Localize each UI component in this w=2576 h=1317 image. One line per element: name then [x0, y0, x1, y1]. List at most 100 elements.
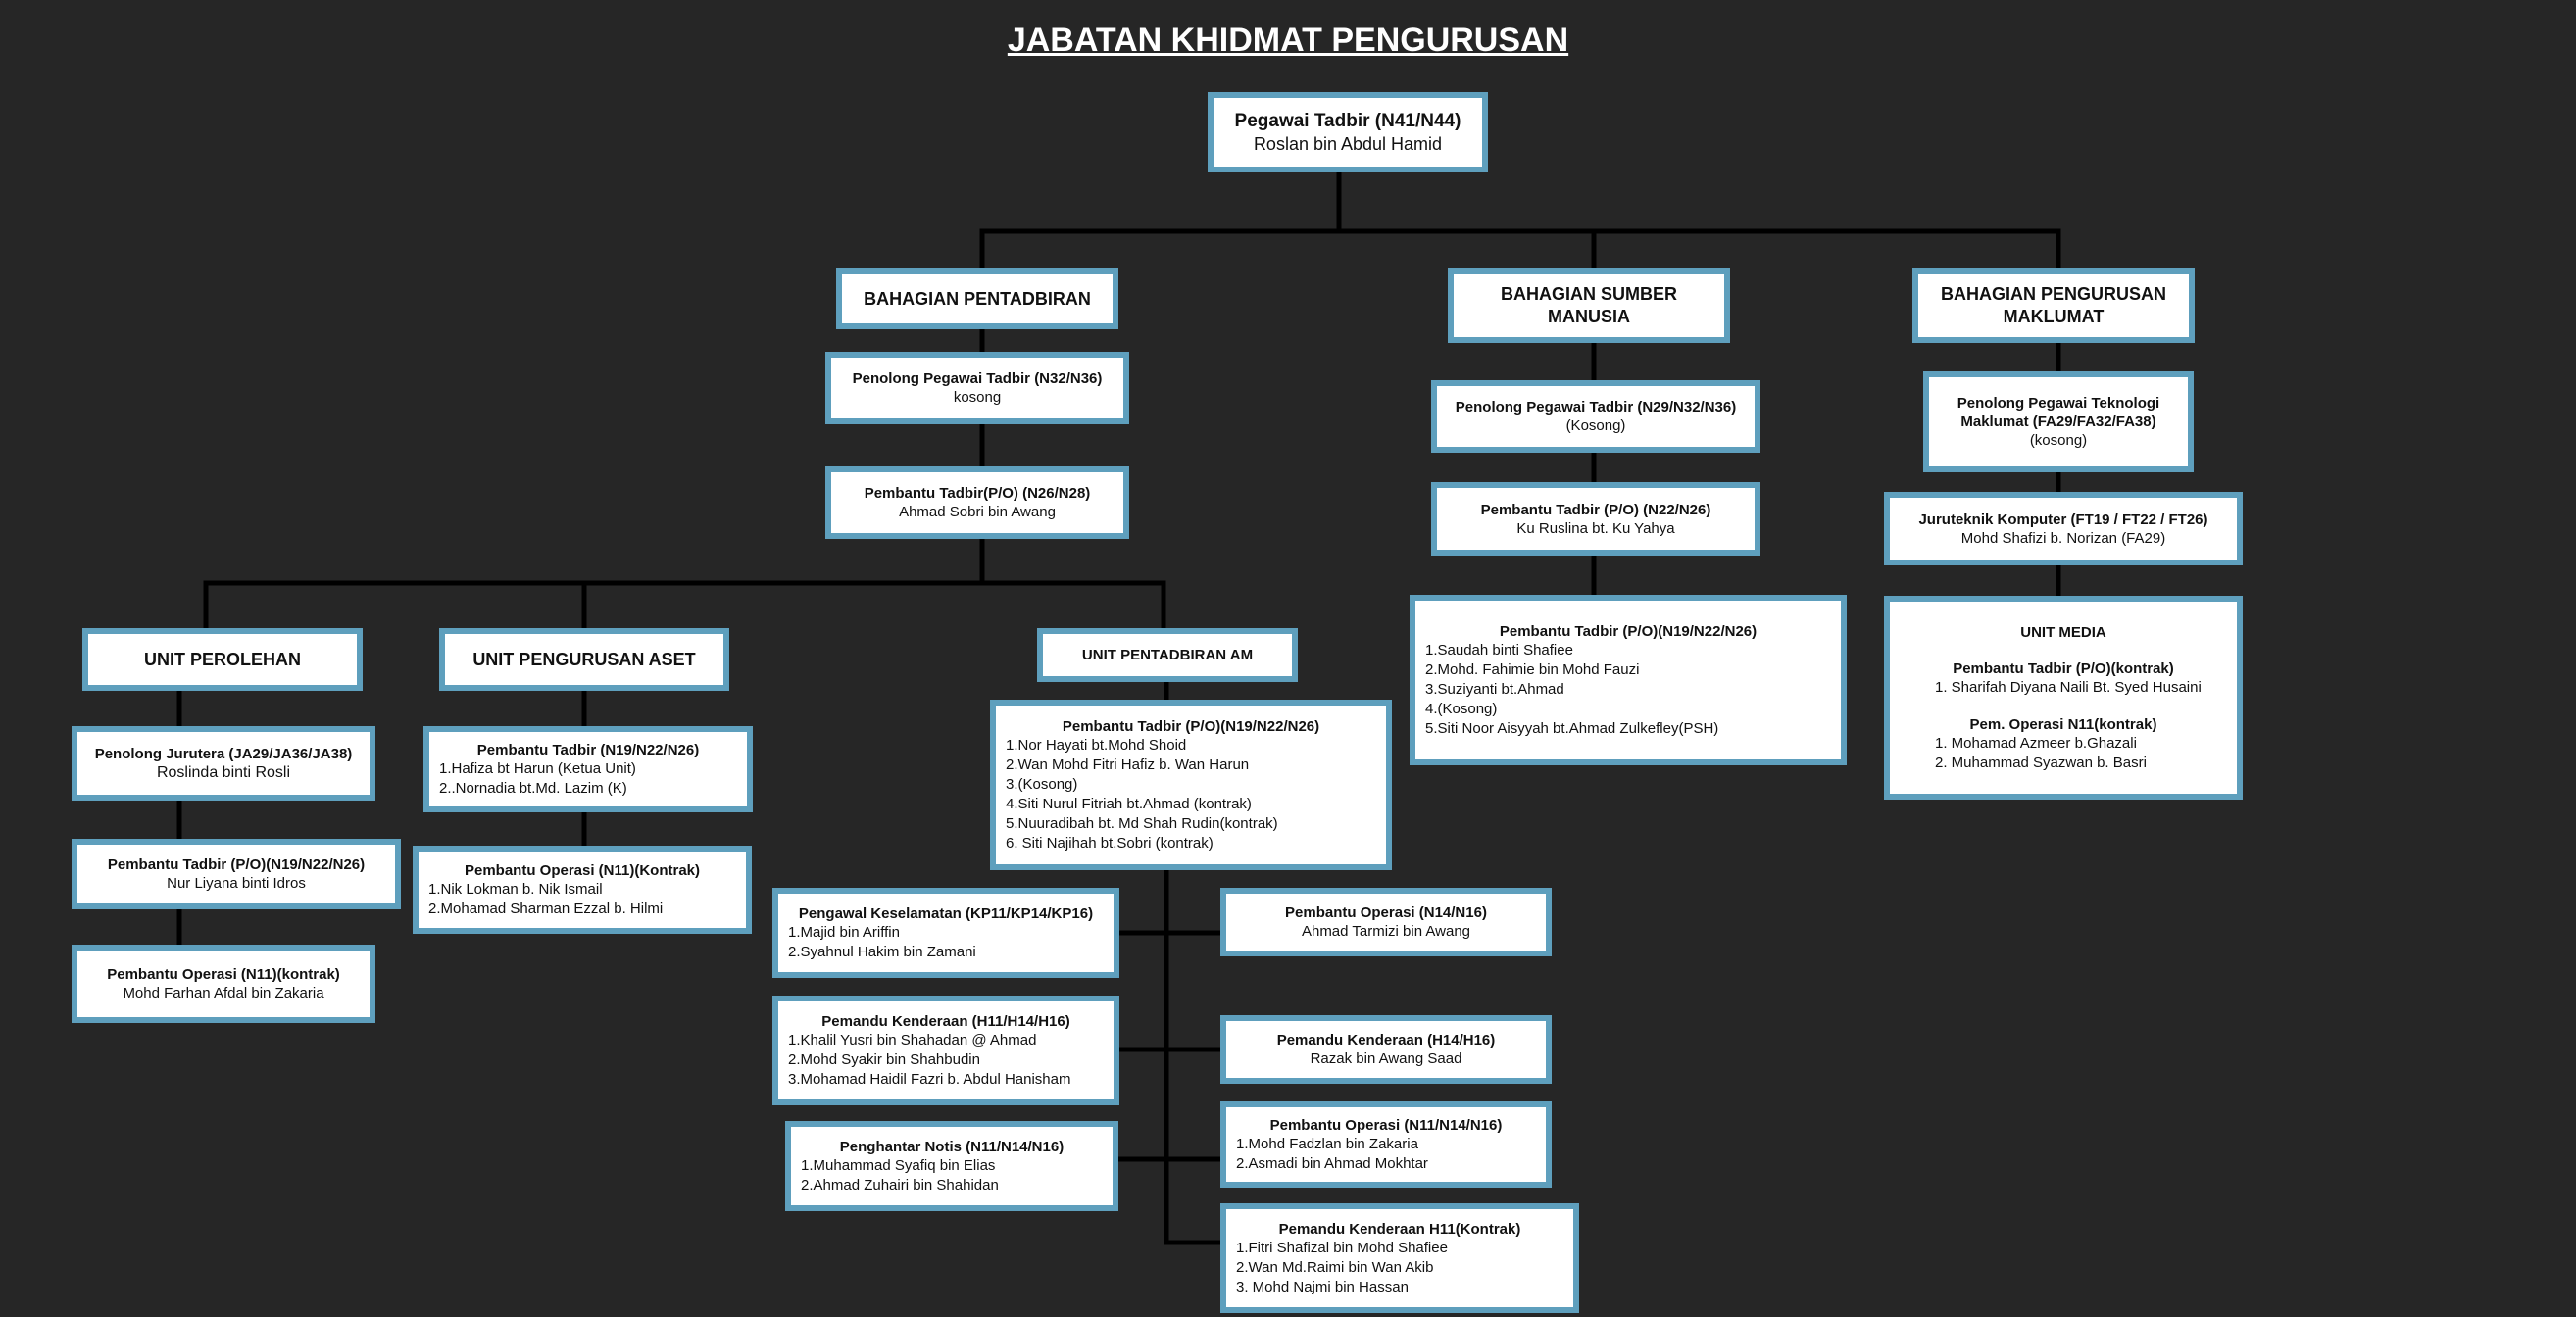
am-pt-name-6: 6. Siti Najihah bt.Sobri (kontrak)	[1006, 834, 1214, 852]
sm-pt-name: Ku Ruslina bt. Ku Yahya	[1516, 519, 1675, 537]
sm-pt2-name-4: 4.(Kosong)	[1425, 700, 1498, 717]
am-pt-name-1: 1.Nor Hayati bt.Mohd Shoid	[1006, 736, 1187, 754]
am-pk2-box: Pemandu Kenderaan (H14/H16) Razak bin Aw…	[1220, 1015, 1552, 1084]
pm-ppt-name: (kosong)	[2029, 432, 2088, 449]
am-pk-box: Pengawal Keselamatan (KP11/KP14/KP16) 1.…	[772, 888, 1119, 978]
pm-media-po-name-1: 1. Mohamad Azmeer b.Ghazali	[1935, 734, 2137, 752]
am-po11-title: Pembantu Operasi (N11/N14/N16)	[1269, 1116, 1503, 1134]
aset-po-name-1: 1.Nik Lokman b. Nik Ismail	[428, 880, 603, 898]
aset-pt-name-2: 2..Nornadia bt.Md. Lazim (K)	[439, 779, 627, 797]
sm-pt2-title: Pembantu Tadbir (P/O)(N19/N22/N26)	[1499, 622, 1758, 640]
pm-media-title: UNIT MEDIA	[2020, 623, 2106, 641]
am-pk3-name-2: 2.Wan Md.Raimi bin Wan Akib	[1236, 1258, 1434, 1276]
am-po14-box: Pembantu Operasi (N14/N16) Ahmad Tarmizi…	[1220, 888, 1552, 956]
am-pk1-name-3: 3.Mohamad Haidil Fazri b. Abdul Hanisham	[788, 1070, 1071, 1088]
am-pk1-box: Pemandu Kenderaan (H11/H14/H16) 1.Khalil…	[772, 996, 1119, 1105]
am-pk2-title: Pemandu Kenderaan (H14/H16)	[1276, 1032, 1496, 1049]
head-name: Roslan bin Abdul Hamid	[1253, 133, 1443, 154]
head-box: Pegawai Tadbir (N41/N44) Roslan bin Abdu…	[1208, 92, 1488, 172]
am-pk1-title: Pemandu Kenderaan (H11/H14/H16)	[821, 1012, 1070, 1030]
unit-am: UNIT PENTADBIRAN AM	[1037, 628, 1298, 682]
am-pt-name-2: 2.Wan Mohd Fitri Hafiz b. Wan Harun	[1006, 756, 1250, 773]
perolehan-pt-box: Pembantu Tadbir (P/O)(N19/N22/N26) Nur L…	[72, 839, 401, 909]
sm-pt-box: Pembantu Tadbir (P/O) (N22/N26) Ku Rusli…	[1431, 482, 1760, 556]
sm-pt2-name-3: 3.Suziyanti bt.Ahmad	[1425, 680, 1564, 698]
pentadbiran-pt-title: Pembantu Tadbir(P/O) (N26/N28)	[864, 485, 1091, 502]
am-pk1-name-2: 2.Mohd Syakir bin Shahbudin	[788, 1050, 980, 1068]
spacer	[1900, 698, 2227, 715]
aset-pt-box: Pembantu Tadbir (N19/N22/N26) 1.Hafiza b…	[423, 726, 753, 812]
perolehan-po-name: Mohd Farhan Afdal bin Zakaria	[123, 985, 324, 1001]
section-pentadbiran: BAHAGIAN PENTADBIRAN	[836, 268, 1118, 329]
pentadbiran-pt-name: Ahmad Sobri bin Awang	[899, 504, 1056, 520]
perolehan-pj-title: Penolong Jurutera (JA29/JA36/JA38)	[94, 746, 353, 762]
am-po11-box: Pembantu Operasi (N11/N14/N16) 1.Mohd Fa…	[1220, 1101, 1552, 1188]
am-pt-box: Pembantu Tadbir (P/O)(N19/N22/N26) 1.Nor…	[990, 700, 1392, 870]
perolehan-pt-name: Nur Liyana binti Idros	[167, 875, 306, 892]
pentadbiran-ppt-box: Penolong Pegawai Tadbir (N32/N36) kosong	[825, 352, 1129, 424]
am-pn-name-2: 2.Ahmad Zuhairi bin Shahidan	[801, 1176, 999, 1194]
am-pk1-name-1: 1.Khalil Yusri bin Shahadan @ Ahmad	[788, 1031, 1037, 1049]
sm-pt2-box: Pembantu Tadbir (P/O)(N19/N22/N26) 1.Sau…	[1410, 595, 1847, 765]
am-pt-title: Pembantu Tadbir (P/O)(N19/N22/N26)	[1062, 717, 1320, 735]
am-pt-name-5: 5.Nuuradibah bt. Md Shah Rudin(kontrak)	[1006, 814, 1278, 832]
unit-perolehan: UNIT PEROLEHAN	[82, 628, 363, 691]
pm-media-pt-title: Pembantu Tadbir (P/O)(kontrak)	[1953, 659, 2174, 677]
section-pengurusan-maklumat: BAHAGIAN PENGURUSAN MAKLUMAT	[1912, 268, 2195, 343]
sm-ppt-name: (Kosong)	[1565, 417, 1626, 434]
spacer	[1900, 642, 2227, 659]
perolehan-po-title: Pembantu Operasi (N11)(kontrak)	[107, 966, 340, 983]
pm-jk-title: Juruteknik Komputer (FT19 / FT22 / FT26)	[1918, 511, 2208, 528]
aset-pt-name-1: 1.Hafiza bt Harun (Ketua Unit)	[439, 759, 636, 777]
pm-media-po-title: Pem. Operasi N11(kontrak)	[1969, 715, 2157, 733]
pentadbiran-pt-box: Pembantu Tadbir(P/O) (N26/N28) Ahmad Sob…	[825, 466, 1129, 539]
pm-ppt-title: Penolong Pegawai Teknologi Maklumat (FA2…	[1957, 395, 2160, 430]
sm-pt-title: Pembantu Tadbir (P/O) (N22/N26)	[1480, 501, 1711, 518]
section-pengurusan-maklumat-title: BAHAGIAN PENGURUSAN MAKLUMAT	[1940, 284, 2166, 326]
sm-pt2-name-2: 2.Mohd. Fahimie bin Mohd Fauzi	[1425, 660, 1640, 678]
am-po14-title: Pembantu Operasi (N14/N16)	[1285, 904, 1487, 921]
am-pk3-name-3: 3. Mohd Najmi bin Hassan	[1236, 1278, 1409, 1295]
sm-pt2-name-1: 1.Saudah binti Shafiee	[1425, 641, 1573, 658]
section-sumber-manusia: BAHAGIAN SUMBER MANUSIA	[1448, 268, 1730, 343]
am-pk3-name-1: 1.Fitri Shafizal bin Mohd Shafiee	[1236, 1239, 1448, 1256]
am-pt-name-3: 3.(Kosong)	[1006, 775, 1078, 793]
am-po14-name: Ahmad Tarmizi bin Awang	[1301, 923, 1471, 940]
section-pentadbiran-title: BAHAGIAN PENTADBIRAN	[864, 288, 1091, 309]
pm-media-pt-name-1: 1. Sharifah Diyana Naili Bt. Syed Husain…	[1935, 678, 2202, 696]
pentadbiran-ppt-name: kosong	[953, 389, 1002, 406]
aset-po-box: Pembantu Operasi (N11)(Kontrak) 1.Nik Lo…	[413, 846, 752, 934]
sm-pt2-name-5: 5.Siti Noor Aisyyah bt.Ahmad Zulkefley(P…	[1425, 719, 1719, 737]
sm-ppt-title: Penolong Pegawai Tadbir (N29/N32/N36)	[1455, 399, 1737, 415]
perolehan-pt-title: Pembantu Tadbir (P/O)(N19/N22/N26)	[107, 856, 366, 873]
am-pk3-box: Pemandu Kenderaan H11(Kontrak) 1.Fitri S…	[1220, 1203, 1579, 1313]
unit-perolehan-title: UNIT PEROLEHAN	[143, 649, 301, 669]
aset-po-name-2: 2.Mohamad Sharman Ezzal b. Hilmi	[428, 900, 664, 917]
am-po11-name-2: 2.Asmadi bin Ahmad Mokhtar	[1236, 1154, 1428, 1172]
pm-jk-name: Mohd Shafizi b. Norizan (FA29)	[1960, 529, 2166, 547]
am-po11-name-1: 1.Mohd Fadzlan bin Zakaria	[1236, 1135, 1418, 1152]
am-pn-box: Penghantar Notis (N11/N14/N16) 1.Muhamma…	[785, 1121, 1118, 1211]
pm-media-po-name-2: 2. Muhammad Syazwan b. Basri	[1935, 754, 2147, 771]
chart-title: JABATAN KHIDMAT PENGURUSAN	[1007, 22, 1569, 59]
am-pn-name-1: 1.Muhammad Syafiq bin Elias	[801, 1156, 996, 1174]
unit-am-title: UNIT PENTADBIRAN AM	[1081, 647, 1254, 663]
perolehan-pj-box: Penolong Jurutera (JA29/JA36/JA38) Rosli…	[72, 726, 375, 801]
am-pn-title: Penghantar Notis (N11/N14/N16)	[839, 1138, 1065, 1155]
unit-aset-title: UNIT PENGURUSAN ASET	[472, 649, 696, 669]
aset-po-title: Pembantu Operasi (N11)(Kontrak)	[464, 861, 701, 879]
perolehan-po-box: Pembantu Operasi (N11)(kontrak) Mohd Far…	[72, 945, 375, 1023]
am-pk3-title: Pemandu Kenderaan H11(Kontrak)	[1278, 1220, 1521, 1238]
sm-ppt-box: Penolong Pegawai Tadbir (N29/N32/N36) (K…	[1431, 380, 1760, 453]
head-title: Pegawai Tadbir (N41/N44)	[1234, 110, 1461, 131]
perolehan-pj-name: Roslinda binti Rosli	[156, 764, 291, 781]
am-pk-name-1: 1.Majid bin Ariffin	[788, 923, 900, 941]
am-pt-name-4: 4.Siti Nurul Fitriah bt.Ahmad (kontrak)	[1006, 795, 1252, 812]
aset-pt-title: Pembantu Tadbir (N19/N22/N26)	[476, 741, 700, 758]
am-pk-name-2: 2.Syahnul Hakim bin Zamani	[788, 943, 976, 960]
unit-aset: UNIT PENGURUSAN ASET	[439, 628, 729, 691]
pm-media-box: UNIT MEDIA Pembantu Tadbir (P/O)(kontrak…	[1884, 596, 2243, 800]
am-pk-title: Pengawal Keselamatan (KP11/KP14/KP16)	[798, 904, 1094, 922]
am-pk2-name: Razak bin Awang Saad	[1310, 1050, 1462, 1067]
pentadbiran-ppt-title: Penolong Pegawai Tadbir (N32/N36)	[852, 370, 1103, 387]
